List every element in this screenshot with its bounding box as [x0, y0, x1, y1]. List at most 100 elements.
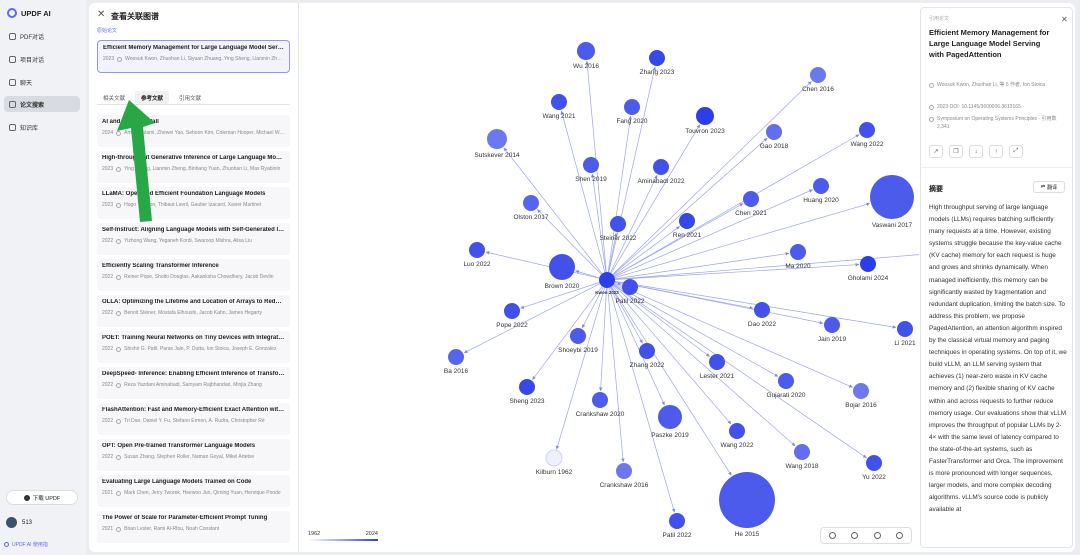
node-circle[interactable] [545, 449, 563, 467]
node-circle[interactable] [679, 213, 695, 229]
graph-node[interactable]: Dao 2022 [748, 302, 777, 328]
nav-item-paper-search[interactable]: 论文搜索 [4, 96, 80, 112]
open-external-icon[interactable]: ↗ [929, 145, 943, 158]
graph-node[interactable]: Wang 2018 [785, 444, 819, 470]
graph-center-node[interactable]: Kwon 2023 [595, 272, 619, 295]
graph-node[interactable]: Li 2021 [894, 321, 916, 347]
node-circle[interactable] [599, 272, 615, 288]
graph-node[interactable]: Paszke 2019 [651, 405, 689, 439]
nav-item-knowledge-base[interactable]: 知识库 [4, 119, 80, 135]
nav-item-chat[interactable]: 聊天 [4, 74, 80, 90]
translate-button[interactable]: ⇄翻译 [1033, 181, 1065, 193]
node-circle[interactable] [448, 349, 464, 365]
download-icon[interactable]: ↓ [969, 145, 983, 158]
tab-citations[interactable]: 引用文献 [179, 96, 202, 102]
paper-card[interactable]: FlashAttention: Fast and Memory-Efficien… [97, 403, 290, 435]
node-circle[interactable] [653, 159, 669, 175]
node-circle[interactable] [897, 321, 913, 337]
graph-node[interactable]: Aminabadi 2022 [638, 159, 685, 185]
paper-card[interactable]: POET: Training Neural Networks on Tiny D… [97, 331, 290, 363]
node-circle[interactable] [824, 317, 840, 333]
node-circle[interactable] [754, 302, 770, 318]
graph-node[interactable]: Wang 2021 [542, 94, 576, 120]
graph-node[interactable]: Shen 2019 [575, 157, 607, 183]
node-circle[interactable] [853, 383, 869, 399]
node-circle[interactable] [610, 216, 626, 232]
paper-card[interactable]: High-throughput Generative Inference of … [97, 151, 290, 183]
paper-card[interactable]: Self-Instruct: Aligning Language Models … [97, 223, 290, 255]
node-circle[interactable] [622, 279, 638, 295]
graph-node[interactable]: Touvron 2023 [685, 107, 725, 135]
node-circle[interactable] [487, 129, 507, 149]
nav-item-project-chat[interactable]: 项目对话 [4, 51, 80, 67]
graph-node[interactable]: Luo 2022 [463, 242, 491, 268]
zoom-out-icon[interactable] [873, 532, 881, 539]
download-updf-button[interactable]: 下载 UPDF [6, 490, 78, 505]
node-circle[interactable] [813, 178, 829, 194]
graph-node[interactable]: Wang 2022 [720, 423, 754, 449]
paper-card[interactable]: Evaluating Large Language Models Trained… [97, 475, 290, 507]
node-circle[interactable] [624, 99, 640, 115]
close-icon[interactable]: ✕ [97, 9, 106, 20]
paper-card[interactable]: OLLA: Optimizing the Lifetime and Locati… [97, 295, 290, 327]
graph-node[interactable]: Olston 2017 [513, 195, 549, 221]
app-brand[interactable]: UPDF AI [7, 8, 51, 18]
paper-card[interactable]: The Power of Scale for Parameter-Efficie… [97, 511, 290, 543]
node-circle[interactable] [766, 124, 782, 140]
graph-node[interactable]: Bojar 2016 [845, 383, 877, 409]
tab-related[interactable]: 相关文献 [103, 96, 126, 102]
graph-node[interactable]: Ma 2020 [785, 244, 811, 270]
node-circle[interactable] [551, 94, 567, 110]
graph-node[interactable]: Yu 2022 [862, 455, 886, 481]
graph-node[interactable]: Patil 2022 [663, 513, 692, 539]
graph-node[interactable]: Huang 2020 [803, 178, 839, 204]
graph-node[interactable]: Pope 2022 [496, 303, 528, 329]
node-circle[interactable] [860, 256, 876, 272]
node-circle[interactable] [469, 242, 485, 258]
graph-node[interactable]: Crankshaw 2020 [576, 392, 625, 418]
graph-node[interactable]: Sutskever 2014 [474, 129, 520, 159]
node-circle[interactable] [859, 122, 875, 138]
paper-card[interactable]: DeepSpeed- Inference: Enabling Efficient… [97, 367, 290, 399]
graph-node[interactable]: Lester 2021 [700, 354, 735, 380]
node-circle[interactable] [866, 455, 882, 471]
node-circle[interactable] [549, 254, 575, 280]
graph-node[interactable]: Patil 2022 [616, 279, 645, 305]
paper-card[interactable]: Efficiently Scaling Transformer Inferenc… [97, 259, 290, 291]
node-circle[interactable] [729, 423, 745, 439]
graph-node[interactable]: Steiner 2022 [600, 216, 637, 242]
graph-node[interactable]: Shoeybi 2019 [558, 328, 598, 354]
node-circle[interactable] [523, 195, 539, 211]
original-paper-card[interactable]: Efficient Memory Management for Large La… [97, 40, 290, 73]
graph-node[interactable]: Sheng 2023 [509, 379, 545, 405]
graph-node[interactable]: Crankshaw 2016 [600, 463, 649, 489]
fit-view-icon[interactable] [828, 532, 836, 539]
zoom-in-icon[interactable] [851, 532, 859, 539]
node-circle[interactable] [810, 67, 826, 83]
help-icon[interactable] [896, 532, 904, 539]
expand-icon[interactable]: ⤢ [1009, 145, 1023, 158]
graph-node[interactable]: Wang 2022 [850, 122, 884, 148]
graph-node[interactable]: He 2015 [719, 472, 775, 538]
nav-item-pdf-chat[interactable]: PDF对话 [4, 28, 80, 44]
node-circle[interactable] [669, 513, 685, 529]
node-circle[interactable] [658, 405, 682, 429]
graph-node[interactable]: Kilburn 1962 [536, 449, 573, 476]
node-circle[interactable] [616, 463, 632, 479]
node-circle[interactable] [870, 175, 914, 219]
graph-node[interactable]: Brown 2020 [545, 254, 580, 290]
graph-node[interactable]: Chen 2021 [735, 191, 767, 217]
graph-node[interactable]: Gao 2018 [760, 124, 789, 150]
graph-node[interactable]: Gholami 2024 [848, 256, 889, 282]
tab-references[interactable]: 参考文献 [135, 91, 170, 104]
node-circle[interactable] [719, 472, 775, 528]
node-circle[interactable] [790, 244, 806, 260]
graph-node[interactable]: Chen 2016 [802, 67, 834, 93]
node-circle[interactable] [570, 328, 586, 344]
graph-node[interactable]: Zhang 2022 [630, 343, 665, 369]
user-profile[interactable]: 513 [6, 517, 32, 528]
graph-node[interactable]: Ba 2016 [444, 349, 469, 375]
node-circle[interactable] [577, 42, 595, 60]
node-circle[interactable] [778, 373, 794, 389]
